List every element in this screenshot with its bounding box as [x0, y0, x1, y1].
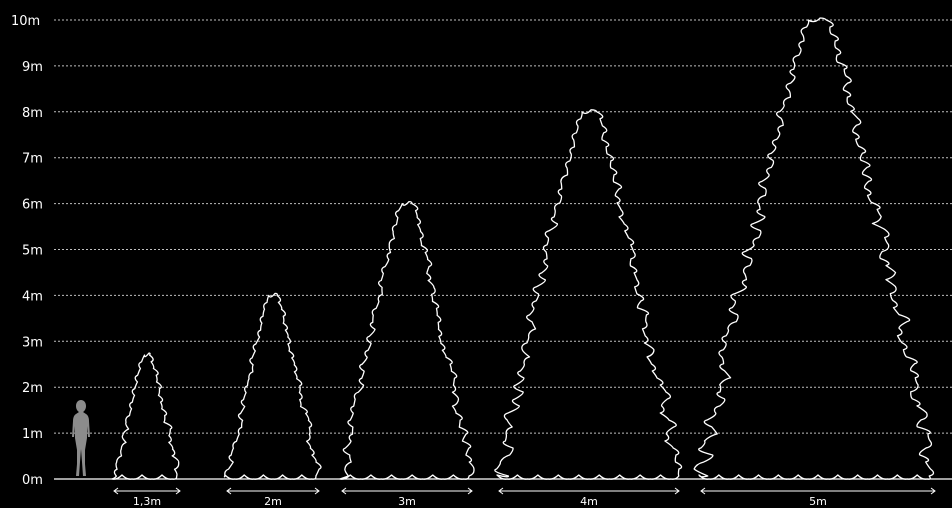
y-tick-label-9: 9m	[22, 60, 43, 75]
tree-width-label-3: 3m	[398, 495, 416, 508]
label-layer: 0m 1m 2m 3m 4m 5m 6m 7m 8m 9m 10m 1,3m 2…	[11, 14, 827, 508]
tree-outline-4	[494, 109, 683, 480]
tree-width-indicator-2	[226, 487, 320, 495]
tree-layer	[111, 17, 936, 495]
tree-width-label-2: 2m	[264, 495, 282, 508]
tree-width-indicator-5	[700, 487, 936, 495]
y-tick-label-0: 0m	[22, 473, 43, 488]
tree-outline-1	[111, 352, 180, 480]
y-tick-label-5: 5m	[22, 244, 43, 259]
tree-width-label-4: 4m	[580, 495, 598, 508]
y-tick-label-7: 7m	[22, 152, 43, 167]
tree-outline-3	[339, 200, 475, 480]
y-tick-label-6: 6m	[22, 198, 43, 213]
tree-width-indicator-3	[341, 487, 473, 495]
y-tick-label-2: 2m	[22, 381, 43, 396]
tree-width-indicator-1	[113, 487, 181, 495]
y-tick-label-8: 8m	[22, 106, 43, 121]
tree-width-label-5: 5m	[809, 495, 827, 508]
y-tick-label-1: 1m	[22, 427, 43, 442]
person-layer	[72, 400, 90, 476]
y-tick-label-10: 10m	[11, 14, 40, 29]
tree-width-indicator-4	[498, 487, 680, 495]
grid-layer	[54, 19, 952, 480]
y-tick-label-4: 4m	[22, 289, 43, 304]
tree-width-label-1: 1,3m	[133, 495, 161, 508]
tree-outline-5	[693, 17, 935, 480]
y-tick-label-3: 3m	[22, 335, 43, 350]
tree-outline-2	[223, 292, 322, 480]
person-silhouette-icon	[72, 400, 90, 476]
